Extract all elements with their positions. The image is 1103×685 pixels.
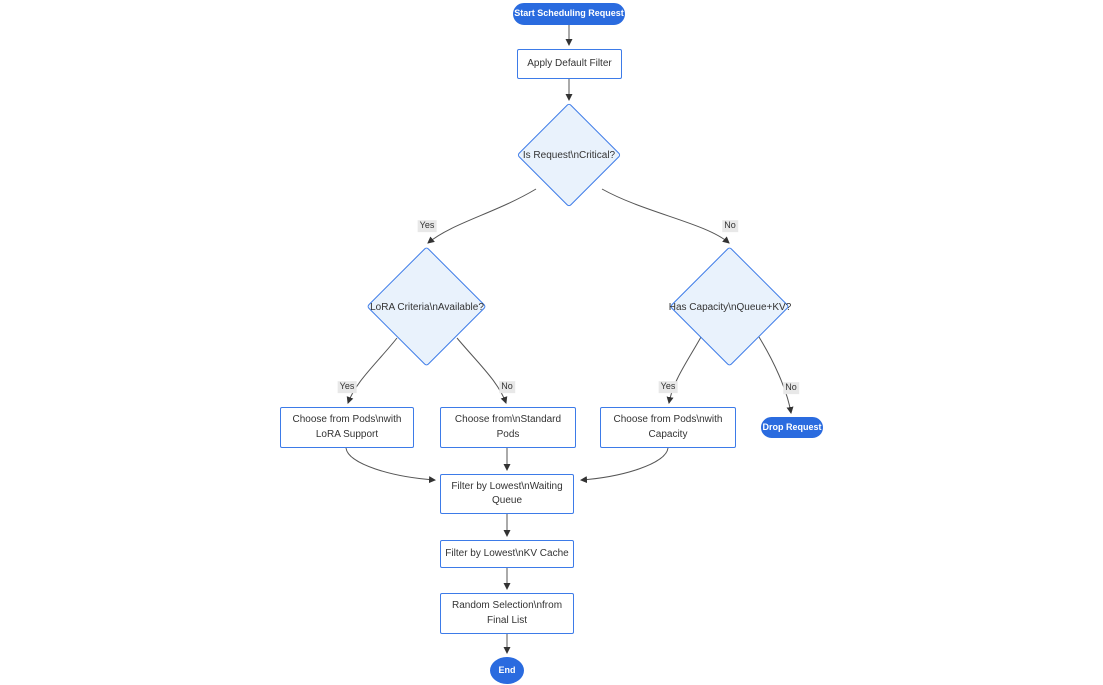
node-choose-standard-pods: Choose from\nStandard Pods [440, 407, 576, 448]
edge-critical-no [601, 188, 730, 244]
node-has-capacity: Has Capacity\nQueue+KV? [668, 246, 792, 367]
node-drop-request: Drop Request [761, 417, 823, 438]
node-random-selection: Random Selection\nfrom Final List [440, 593, 574, 634]
decision-label: LoRA Criteria\nAvailable? [370, 301, 484, 313]
edge-lora-yes [346, 337, 398, 404]
decision-label: Is Request\nCritical? [522, 149, 616, 161]
edge-label-critical-yes: Yes [417, 220, 437, 232]
edge-label-lora-no: No [499, 381, 515, 393]
edge-capacity-yes [666, 336, 702, 404]
edge-label-capacity-no: No [783, 382, 799, 394]
edge-chooselora-filter [345, 447, 436, 484]
node-end: End [490, 657, 524, 684]
node-start: Start Scheduling Request [513, 3, 625, 25]
edge-label-lora-yes: Yes [337, 381, 357, 393]
edge-label-capacity-yes: Yes [658, 381, 678, 393]
node-is-request-critical: Is Request\nCritical? [516, 102, 622, 208]
edge-capacity-no [758, 336, 794, 414]
node-choose-capacity-pods: Choose from Pods\nwith Capacity [600, 407, 736, 448]
edge-critical-yes [427, 188, 537, 244]
edge-choosecap-filter [580, 447, 669, 484]
node-lora-criteria-available: LoRA Criteria\nAvailable? [366, 246, 487, 367]
node-filter-kv-cache: Filter by Lowest\nKV Cache [440, 540, 574, 568]
node-choose-lora-pods: Choose from Pods\nwith LoRA Support [280, 407, 414, 448]
node-filter-waiting-queue: Filter by Lowest\nWaiting Queue [440, 474, 574, 514]
edge-lora-no [456, 337, 508, 404]
edge-label-critical-no: No [722, 220, 738, 232]
node-apply-default-filter: Apply Default Filter [517, 49, 622, 79]
decision-label: Has Capacity\nQueue+KV? [668, 301, 792, 313]
